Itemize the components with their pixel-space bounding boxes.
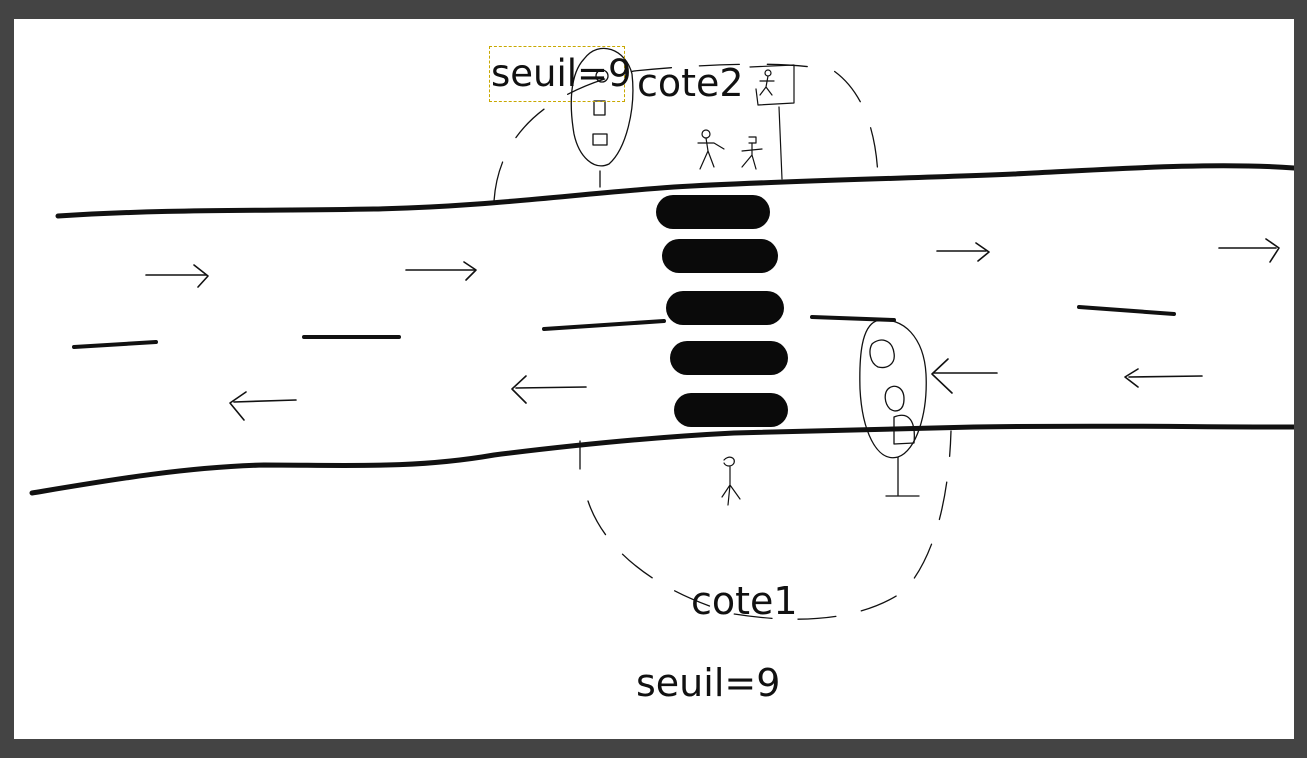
- arrow-left-icon: [511, 375, 587, 404]
- arrow-left-icon: [229, 391, 297, 421]
- zone-label-cote2: cote2: [637, 61, 744, 105]
- lane-dash: [72, 340, 158, 349]
- drawing-canvas[interactable]: seuil=9 cote2 cote1 seuil=9: [14, 19, 1294, 739]
- arrow-left-icon: [1124, 368, 1203, 388]
- lane-dash: [1077, 305, 1176, 316]
- pedestrian-icon: [721, 456, 741, 506]
- lane-dash: [810, 315, 896, 322]
- pedestrian-crossing-sign-icon: [749, 64, 795, 106]
- zone-cote1-boundary: [579, 430, 952, 620]
- arrow-right-icon: [1218, 238, 1280, 263]
- pedestrian-icon: [697, 129, 725, 170]
- traffic-light-top-icon: [570, 47, 634, 188]
- arrow-right-icon: [936, 242, 990, 262]
- arrow-right-icon: [145, 264, 209, 288]
- zone-label-cote1: cote1: [691, 579, 798, 623]
- sign-pole: [778, 106, 783, 180]
- crosswalk-stripe: [666, 291, 784, 325]
- crosswalk-stripe: [656, 195, 770, 229]
- crosswalk: [656, 195, 788, 427]
- traffic-light-bottom-icon: [859, 319, 927, 497]
- road-edge-top: [55, 163, 1294, 219]
- lane-dash: [542, 319, 666, 331]
- threshold-label-bottom: seuil=9: [636, 661, 781, 705]
- arrow-left-icon: [931, 358, 998, 394]
- pedestrian-icon: [741, 136, 763, 170]
- crosswalk-stripe: [670, 341, 788, 375]
- crosswalk-stripe: [662, 239, 778, 273]
- road-sketch: [29, 47, 1294, 620]
- road-edge-bottom: [29, 423, 1294, 496]
- crosswalk-stripe: [674, 393, 788, 427]
- zone-cote2-boundary: [493, 63, 879, 202]
- threshold-label-top[interactable]: seuil=9: [489, 46, 632, 102]
- arrow-right-icon: [405, 261, 477, 281]
